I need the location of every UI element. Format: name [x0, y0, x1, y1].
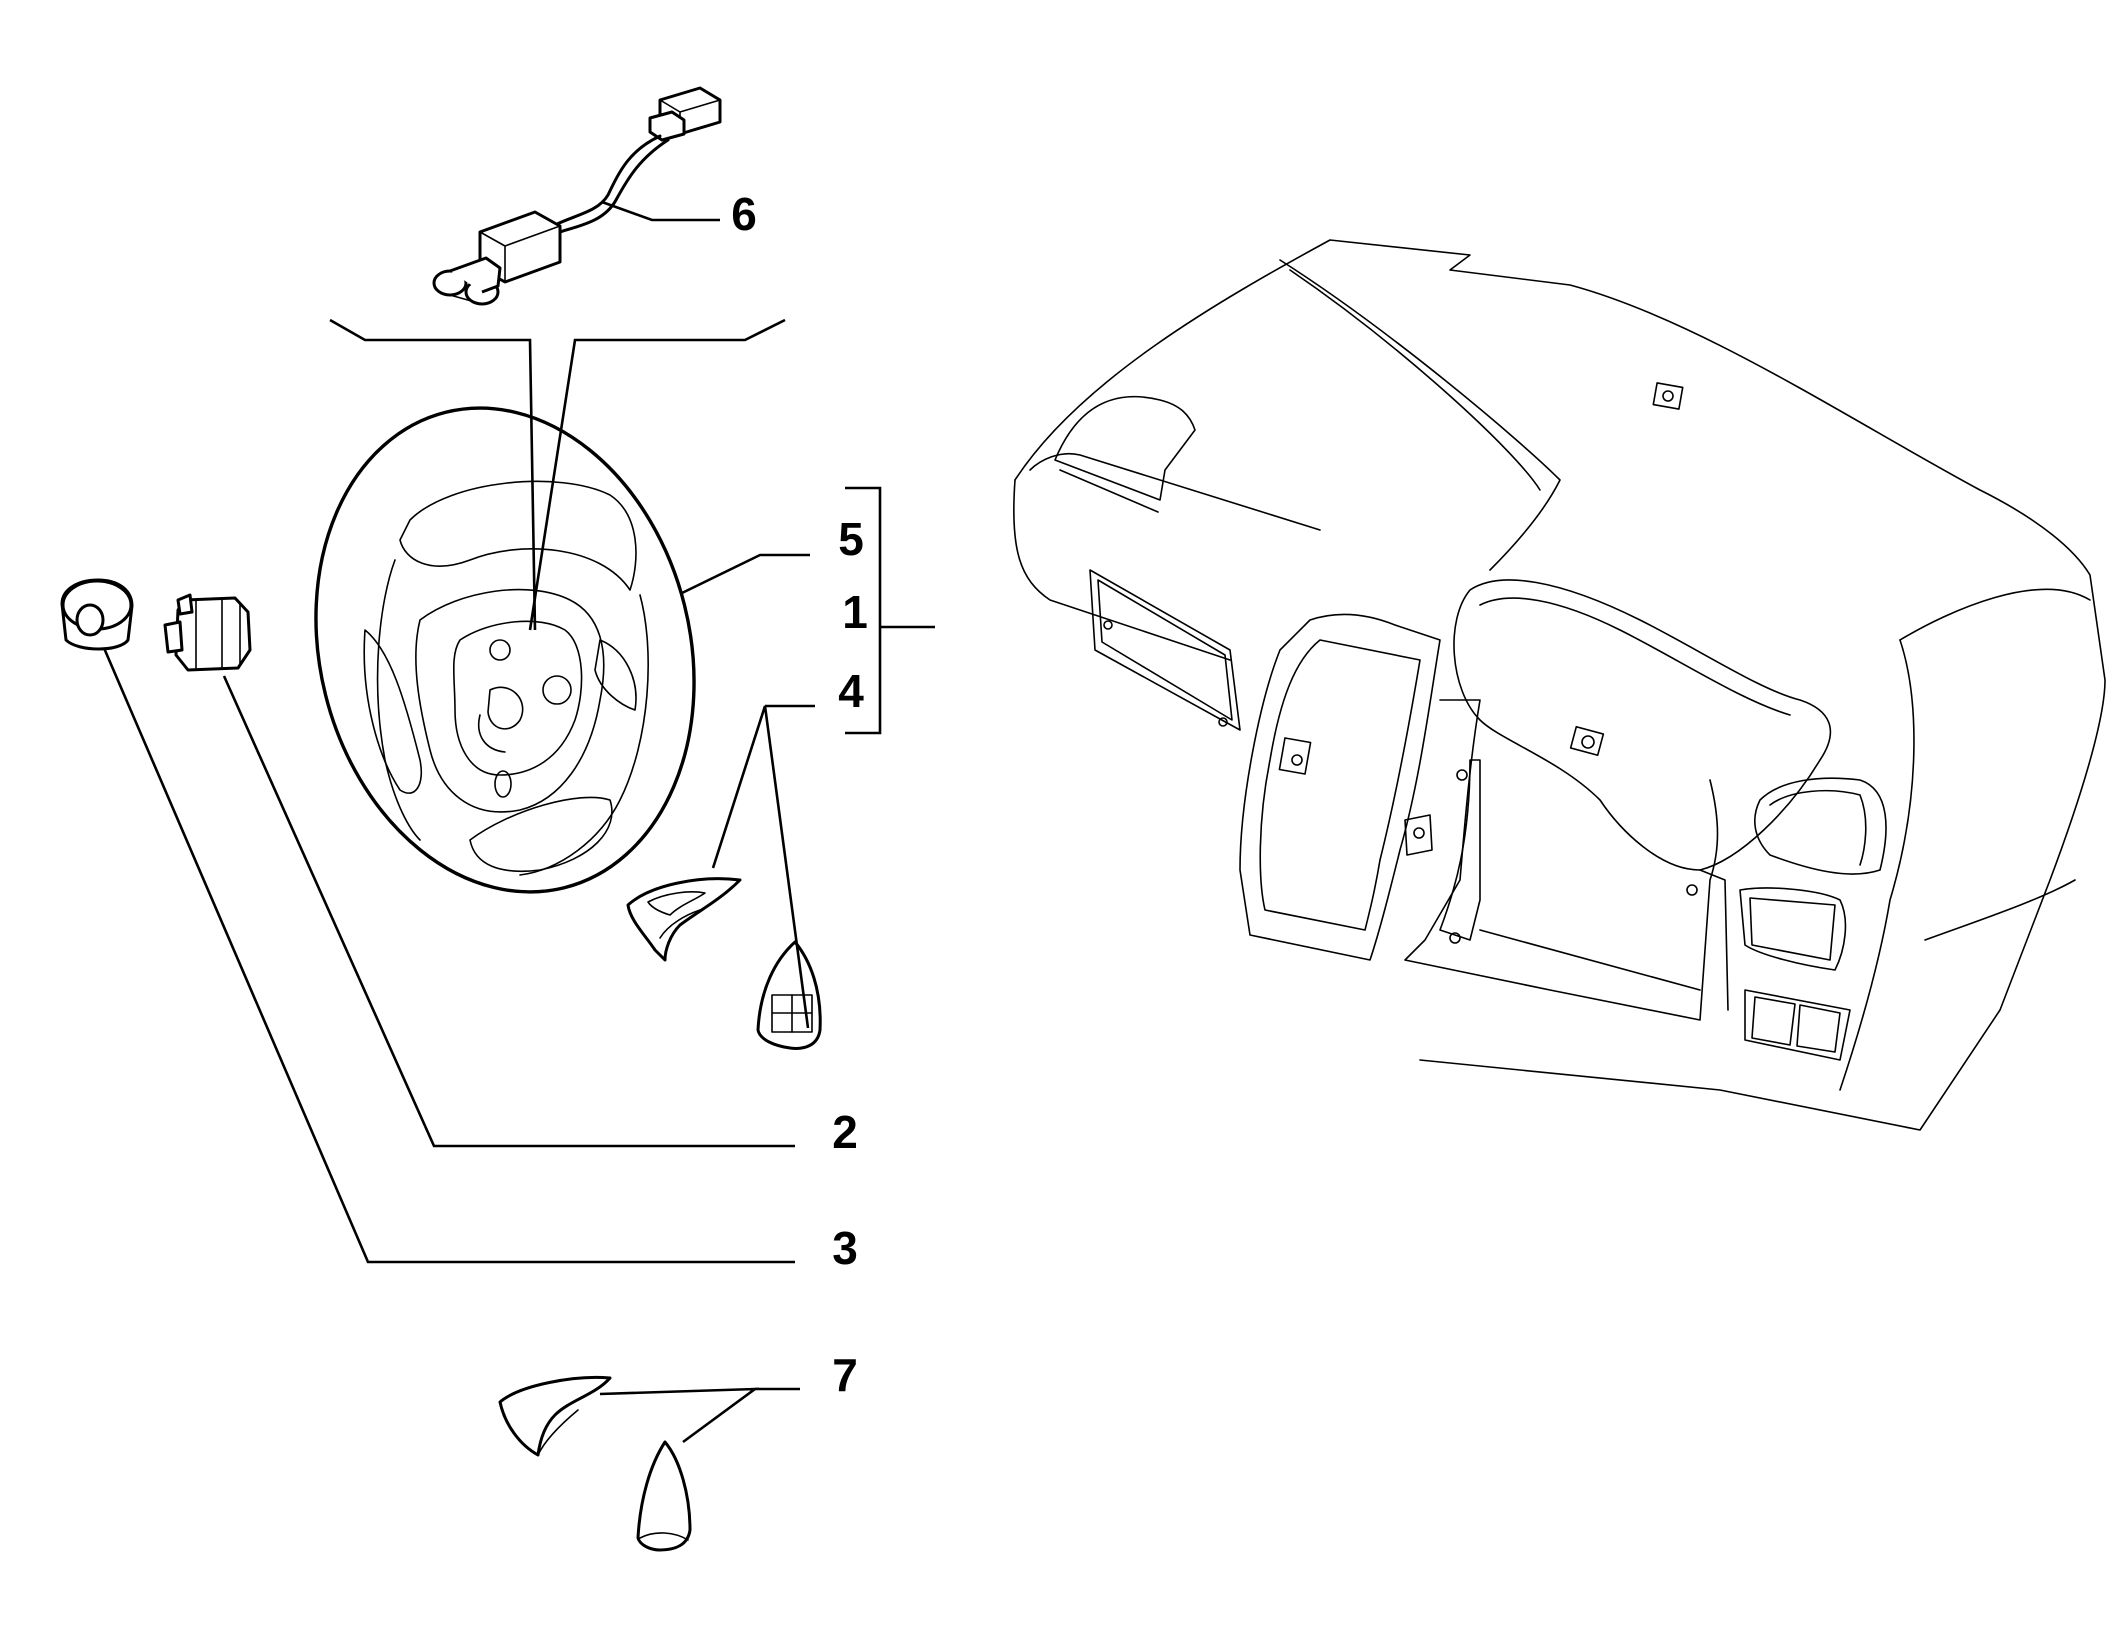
callout-6-leader: [601, 200, 720, 222]
steering-wheel-part: [314, 318, 810, 894]
callout-4: 4: [838, 665, 864, 717]
dashboard-illustration: [1012, 239, 2106, 1131]
callout-2: 2: [832, 1106, 858, 1158]
control-switch-right-part: [756, 940, 822, 1050]
cover-right-part: [636, 1440, 692, 1552]
clip-part: [163, 593, 795, 1148]
callout-1: 1: [842, 586, 868, 638]
cover-left-part: [498, 1375, 612, 1457]
callout-3: 3: [832, 1222, 858, 1274]
bushing-part: [60, 578, 795, 1264]
control-switch-left-part: [626, 877, 742, 962]
wiring-harness-part: [432, 86, 722, 306]
callout-7: 7: [832, 1349, 858, 1401]
callout-5: 5: [838, 513, 864, 565]
callout-6: 6: [731, 188, 757, 240]
